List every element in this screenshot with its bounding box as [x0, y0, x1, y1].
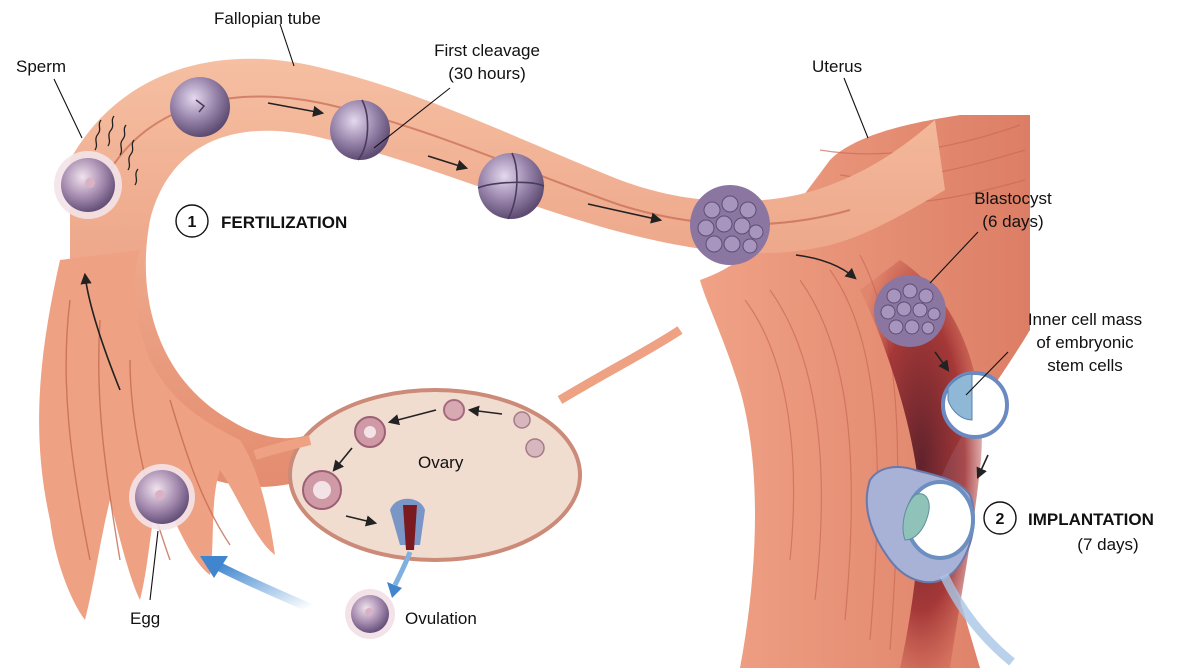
- label-fallopian-tube: Fallopian tube: [214, 9, 321, 28]
- label-inner-cell-mass-2: of embryonic: [1036, 333, 1134, 352]
- four-cell-stage: [478, 153, 544, 219]
- label-egg: Egg: [130, 609, 160, 628]
- ovulated-egg: [345, 589, 395, 639]
- step-number: 1: [188, 214, 197, 231]
- egg-cell: [129, 464, 195, 530]
- label-first-cleavage-time: (30 hours): [448, 64, 525, 83]
- morula: [690, 185, 770, 265]
- fertilized-egg: [54, 151, 122, 219]
- step-title: IMPLANTATION: [1028, 510, 1154, 529]
- step-subtitle: (7 days): [1077, 535, 1138, 554]
- two-cell-stage: [330, 100, 390, 160]
- label-inner-cell-mass-3: stem cells: [1047, 356, 1123, 375]
- ovary: [255, 330, 680, 560]
- label-ovulation: Ovulation: [405, 609, 477, 628]
- label-uterus: Uterus: [812, 57, 862, 76]
- label-sperm: Sperm: [16, 57, 66, 76]
- step-implantation: 2 IMPLANTATION (7 days): [984, 502, 1154, 554]
- label-blastocyst-time: (6 days): [982, 212, 1043, 231]
- step-number: 2: [996, 511, 1005, 528]
- blastocyst: [874, 275, 946, 347]
- label-blastocyst: Blastocyst: [974, 189, 1052, 208]
- label-inner-cell-mass: Inner cell mass: [1028, 310, 1142, 329]
- hollow-blastocyst: [943, 373, 1007, 437]
- zygote: [170, 77, 230, 137]
- step-title: FERTILIZATION: [221, 213, 347, 232]
- label-first-cleavage: First cleavage: [434, 41, 540, 60]
- step-fertilization: 1 FERTILIZATION: [176, 205, 347, 237]
- label-ovary: Ovary: [418, 453, 464, 472]
